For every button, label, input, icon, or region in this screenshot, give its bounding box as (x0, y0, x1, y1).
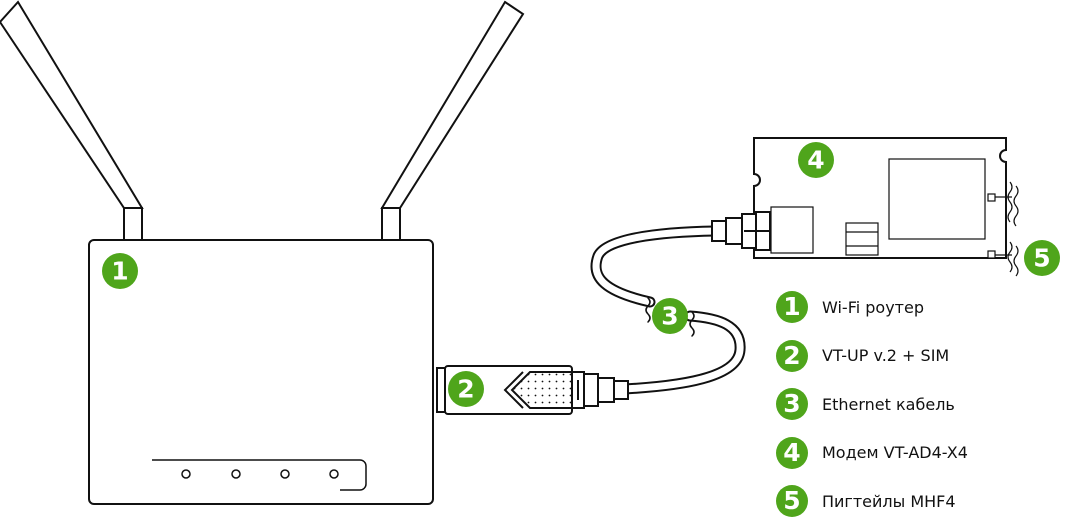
legend-badge: 2 (776, 339, 808, 372)
router-left-antenna (0, 0, 144, 241)
modem-rj45-jack (770, 206, 814, 254)
badge-vtup: 2 (448, 371, 484, 407)
router-led (181, 469, 191, 479)
router-led (329, 469, 339, 479)
router-body (88, 239, 434, 505)
legend-item-vtup: 2 VT-UP v.2 + SIM (776, 332, 1056, 381)
legend-item-pigtails: 5 Пигтейлы MHF4 (776, 477, 1056, 526)
modem-component (845, 222, 879, 256)
pigtails (995, 181, 1019, 277)
badge-vtup-number: 2 (457, 375, 474, 404)
badge-router: 1 (102, 253, 138, 289)
badge-cable: 3 (652, 298, 688, 334)
legend-item-cable: 3 Ethernet кабель (776, 380, 1056, 429)
legend-badge: 3 (776, 388, 808, 421)
legend-label: Wi-Fi роутер (822, 297, 924, 317)
router-led (280, 469, 290, 479)
legend-badge: 4 (776, 436, 808, 469)
legend-label: Ethernet кабель (822, 394, 955, 414)
legend-badge: 1 (776, 291, 808, 324)
legend: 1 Wi-Fi роутер 2 VT-UP v.2 + SIM 3 Ether… (776, 283, 1056, 526)
connection-diagram: 1 3 (0, 0, 1060, 505)
modem-board: 4 5 (711, 137, 1060, 277)
mhf4-connector (987, 250, 996, 259)
badge-modem-number: 4 (807, 146, 824, 175)
badge-modem: 4 (798, 142, 834, 178)
router: 1 (0, 0, 525, 505)
legend-label: Пигтейлы MHF4 (822, 491, 956, 511)
badge-router-number: 1 (111, 257, 128, 286)
badge-cable-number: 3 (661, 302, 678, 331)
ethernet-plug-modem (711, 211, 771, 251)
badge-pigtails: 5 (1024, 240, 1060, 276)
badge-pigtails-number: 5 (1033, 244, 1050, 273)
modem-shield (888, 158, 986, 240)
vtup-dongle: 2 (436, 365, 629, 415)
ethernet-plug-vtup (571, 371, 629, 409)
mhf4-connector (987, 193, 996, 202)
router-led-panel (152, 459, 367, 491)
ethernet-cable: 3 (590, 225, 746, 395)
legend-item-modem: 4 Модем VT-AD4-X4 (776, 429, 1056, 478)
legend-label: VT-UP v.2 + SIM (822, 346, 950, 366)
legend-label: Модем VT-AD4-X4 (822, 443, 968, 463)
router-right-antenna (380, 0, 525, 241)
legend-item-router: 1 Wi-Fi роутер (776, 283, 1056, 332)
legend-badge: 5 (776, 485, 808, 518)
router-led (231, 469, 241, 479)
